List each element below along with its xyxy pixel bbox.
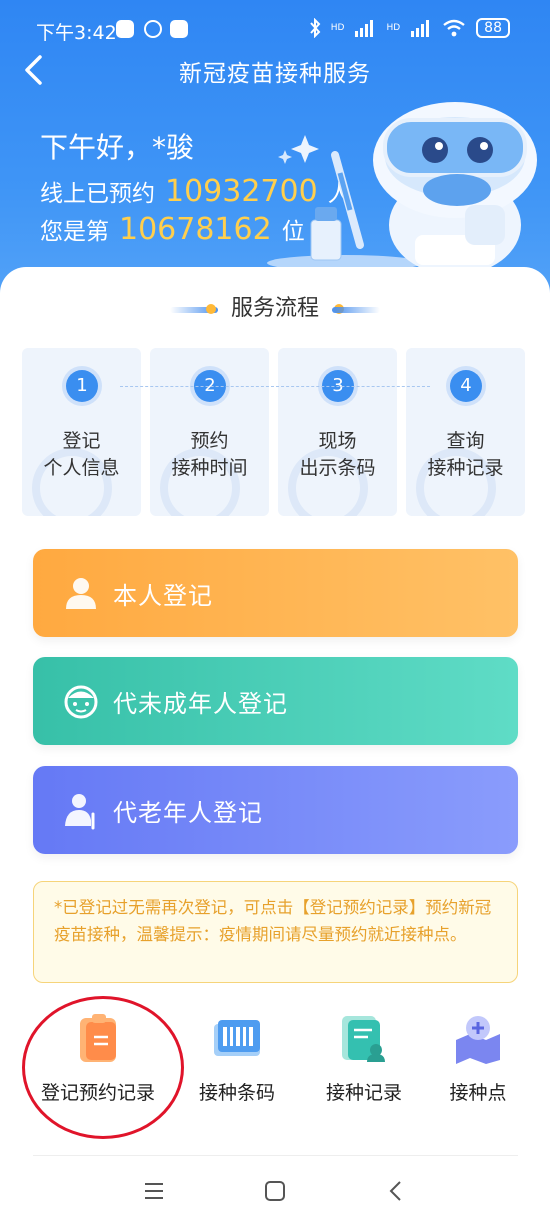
app-header: 新冠疫苗接种服务 — [0, 50, 550, 90]
booked-prefix: 线上已预约 — [40, 181, 155, 207]
step-label-line: 出示条码 — [299, 457, 376, 479]
step-label: 预约 接种时间 — [150, 428, 269, 482]
step-connector-line — [120, 386, 430, 387]
title-decoration — [332, 307, 380, 313]
signal-icon — [355, 20, 374, 37]
home-button[interactable] — [255, 1174, 295, 1208]
bluetooth-icon — [310, 18, 321, 38]
title-decoration-dot — [206, 304, 216, 314]
notification-app-icon — [144, 20, 162, 38]
rank-suffix: 位 — [281, 219, 305, 245]
rank-line: 您是第 10678162 位 — [40, 212, 305, 247]
status-icons: HD HD 88 — [309, 18, 510, 38]
step-label-line: 查询 — [446, 430, 485, 452]
status-time: 下午3:42 — [36, 22, 117, 44]
elder-register-button[interactable]: 代老年人登记 — [33, 766, 518, 854]
signal-icon — [411, 20, 430, 37]
elder-person-icon — [65, 794, 95, 830]
step-label: 登记 个人信息 — [22, 428, 141, 482]
map-location-icon — [456, 1016, 500, 1064]
record-doc-icon — [342, 1016, 385, 1062]
divider — [33, 1155, 518, 1156]
step-card: 1 登记 个人信息 — [22, 348, 141, 516]
vaccination-record-button[interactable]: 接种记录 — [299, 1010, 429, 1110]
step-background-decoration — [32, 448, 112, 516]
rank-prefix: 您是第 — [40, 219, 109, 245]
greeting-text: 下午好，*骏 — [40, 131, 195, 164]
step-card: 4 查询 接种记录 — [406, 348, 525, 516]
wifi-icon — [443, 19, 465, 37]
menu-icon — [145, 1183, 163, 1199]
hd-label: HD — [330, 23, 345, 33]
step-label-line: 登记 — [62, 430, 101, 452]
barcode-icon — [214, 1020, 260, 1056]
battery-level: 88 — [476, 18, 510, 38]
highlight-annotation-circle — [22, 996, 184, 1139]
notice-box: *已登记过无需再次登记，可点击【登记预约记录】预约新冠疫苗接种，温馨提示：疫情期… — [33, 881, 518, 983]
rank-number: 10678162 — [119, 212, 272, 247]
mascot-illustration — [267, 102, 537, 275]
back-button[interactable] — [18, 52, 50, 88]
step-label-line: 现场 — [318, 430, 357, 452]
system-back-button[interactable] — [376, 1174, 416, 1208]
step-card: 3 现场 出示条码 — [278, 348, 397, 516]
step-card: 2 预约 接种时间 — [150, 348, 269, 516]
system-nav-bar — [0, 1160, 550, 1222]
page-title: 新冠疫苗接种服务 — [179, 61, 371, 87]
hd-label: HD — [386, 23, 401, 33]
quick-action-label: 接种条码 — [198, 1082, 275, 1104]
quick-action-label: 接种记录 — [325, 1082, 402, 1104]
step-number: 4 — [450, 370, 482, 402]
step-background-decoration — [416, 448, 496, 516]
service-steps: 1 登记 个人信息 2 预约 接种时间 3 现场 出示条码 4 查询 接种记录 — [22, 348, 526, 516]
step-label-line: 接种记录 — [427, 457, 504, 479]
step-label: 现场 出示条码 — [278, 428, 397, 482]
vaccination-barcode-button[interactable]: 接种条码 — [172, 1010, 302, 1110]
minor-register-button[interactable]: 代未成年人登记 — [33, 657, 518, 745]
home-square-icon — [265, 1181, 285, 1201]
booked-count: 10932700 — [165, 174, 318, 209]
step-label-line: 个人信息 — [43, 457, 120, 479]
step-label-line: 接种时间 — [171, 457, 248, 479]
step-background-decoration — [288, 448, 368, 516]
step-number: 1 — [66, 370, 98, 402]
notification-app-icon — [116, 20, 134, 38]
child-face-icon — [64, 685, 98, 719]
person-icon — [66, 578, 96, 609]
self-register-button[interactable]: 本人登记 — [33, 549, 518, 637]
service-flow-title: 服务流程 — [230, 296, 319, 321]
button-label: 本人登记 — [113, 581, 213, 610]
back-triangle-icon — [389, 1181, 401, 1201]
vaccination-site-button[interactable]: 接种点 — [413, 1010, 543, 1110]
step-background-decoration — [160, 448, 240, 516]
step-label-line: 预约 — [190, 430, 229, 452]
button-label: 代老年人登记 — [113, 798, 263, 827]
quick-action-label: 接种点 — [449, 1082, 507, 1104]
title-decoration — [170, 307, 218, 313]
service-flow-header: 服务流程 — [0, 290, 550, 330]
recent-apps-button[interactable] — [134, 1174, 174, 1208]
button-label: 代未成年人登记 — [113, 689, 288, 718]
step-label: 查询 接种记录 — [406, 428, 525, 482]
notification-app-icon — [170, 20, 188, 38]
notice-text: *已登记过无需再次登记，可点击【登记预约记录】预约新冠疫苗接种，温馨提示：疫情期… — [54, 898, 492, 944]
status-bar: 下午3:42 HD HD 88 — [0, 0, 550, 58]
chevron-left-icon — [25, 55, 42, 85]
